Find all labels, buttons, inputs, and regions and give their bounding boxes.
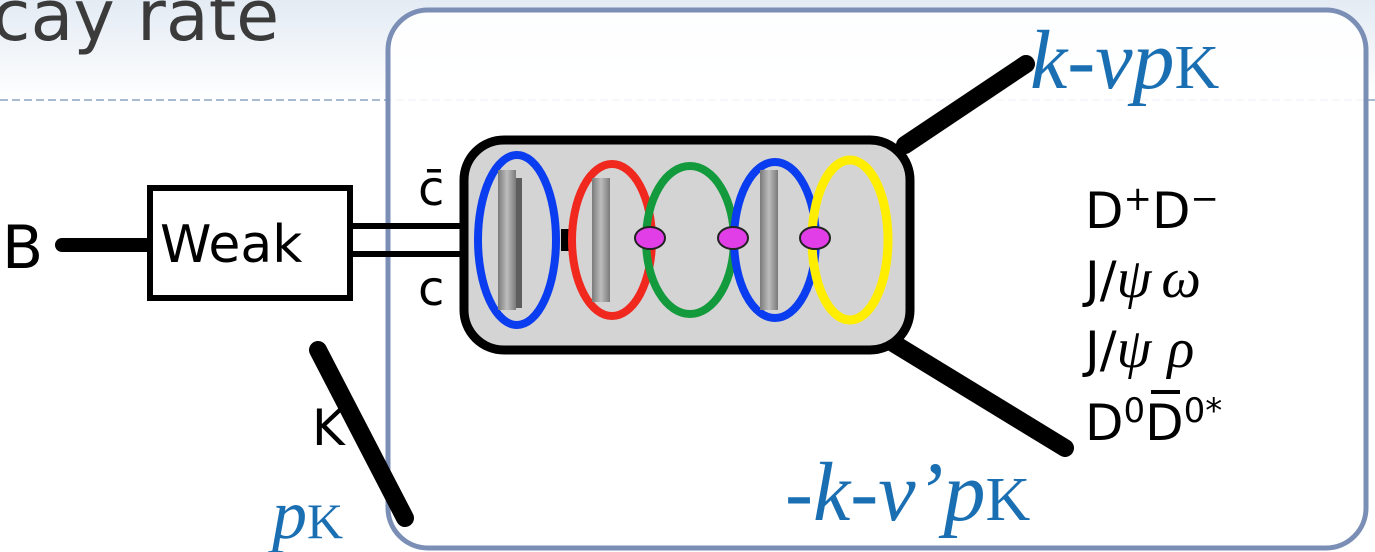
upper-momentum-base: p: [1128, 14, 1175, 107]
lower-momentum-base: p: [938, 446, 985, 539]
kaon-momentum-sub: K: [307, 493, 343, 549]
b-meson-label: B: [2, 213, 43, 283]
anticharm-label: c̄: [418, 161, 444, 217]
final-state-dplus-dminus: D+D−: [1085, 179, 1219, 240]
weak-vertex-label: Weak: [160, 215, 302, 275]
upper-momentum-prefix: k-ν: [1030, 14, 1133, 107]
charm-label: c: [418, 261, 444, 317]
blue-loop-left: [474, 151, 560, 329]
final-state-d0-d0bar-star: D0D0*: [1085, 391, 1222, 452]
kaon-momentum-label: pK: [267, 477, 343, 552]
loop-bar-3: [760, 170, 778, 310]
vertex-dot-3: [799, 226, 831, 250]
upper-momentum-label: k-νpK: [1030, 14, 1220, 107]
vertex-dot-2: [717, 226, 749, 250]
lower-momentum-label: -k-ν’pK: [785, 446, 1030, 539]
loop-bar-1-edge: [516, 178, 522, 308]
vertex-dot-1: [634, 226, 666, 250]
kaon-line: [309, 341, 414, 527]
lower-outgoing-line: [871, 326, 1074, 457]
loop-bar-1: [498, 170, 516, 310]
weak-vertex-box: [147, 185, 353, 301]
lower-momentum-sub: K: [985, 466, 1030, 534]
loop-bar-2: [592, 178, 610, 302]
upper-momentum-sub: K: [1175, 34, 1220, 102]
kaon-momentum-base: p: [267, 477, 307, 552]
slide-title-fragment: cay rate: [0, 0, 279, 57]
lower-momentum-prefix: -k-ν’: [785, 446, 943, 539]
kaon-label: K: [312, 399, 346, 457]
upper-outgoing-line: [896, 55, 1035, 154]
